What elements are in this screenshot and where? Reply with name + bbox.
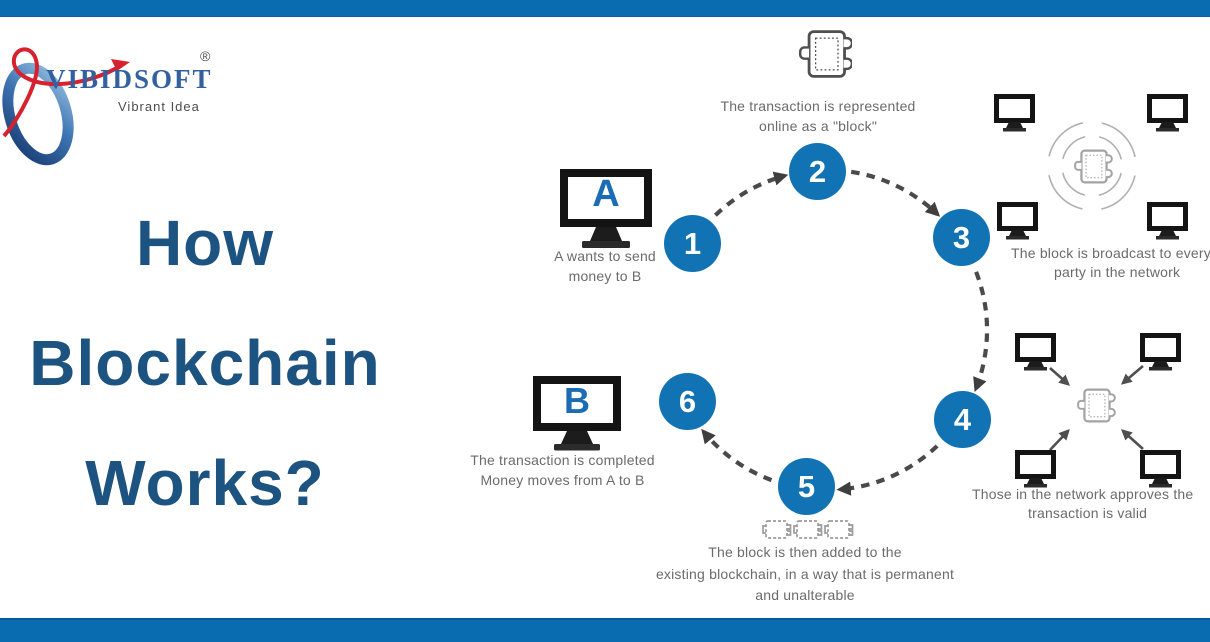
step-5-caption: The block is then added to the existing … <box>655 544 955 603</box>
monitor-a-label: A <box>592 173 620 215</box>
vibidsoft-logo-icon <box>2 47 130 166</box>
step-3-caption-line-1: The block is broadcast to every <box>1011 245 1210 261</box>
step-4-caption-line-1: Those in the network approves the <box>972 486 1194 502</box>
arc-step2-to-step3 <box>850 169 941 217</box>
arc-step5-to-step6 <box>701 428 773 483</box>
network-computer-icon <box>1147 202 1188 240</box>
step-4-number: 4 <box>953 401 972 437</box>
step-1-badge: 1 <box>664 215 721 272</box>
step-6-caption: The transaction is completed Money moves… <box>470 452 655 488</box>
step-5-number: 5 <box>797 468 816 504</box>
network-computer-icon <box>1015 333 1056 371</box>
computer-b-icon: B <box>533 376 621 452</box>
arc-step1-to-step2 <box>713 171 789 217</box>
step-3-caption-line-2: party in the network <box>1054 264 1181 280</box>
step-1-caption: A wants to send money to B <box>554 248 656 284</box>
brand-name: VIBIDSOFT <box>46 64 213 94</box>
step-2-badge: 2 <box>789 143 846 200</box>
broadcast-block-icon <box>1074 149 1113 184</box>
step-4-caption-line-2: transaction is valid <box>1028 505 1148 521</box>
arc-step3-to-step4 <box>973 271 990 393</box>
step-6-number: 6 <box>678 383 697 419</box>
network-computer-icon <box>1147 94 1188 132</box>
page-title-line-1: How <box>135 207 275 279</box>
block-icon <box>798 30 852 78</box>
step-3-number: 3 <box>952 219 971 255</box>
bottom-accent-bar <box>0 618 1210 642</box>
brand-tagline: Vibrant Idea <box>118 99 200 114</box>
step-2-caption: The transaction is represented online as… <box>720 98 916 134</box>
validation-block-icon <box>1077 388 1116 423</box>
step-3-badge: 3 <box>933 209 990 266</box>
arc-step4-to-step5 <box>836 444 939 496</box>
page-title-line-2: Blockchain <box>29 327 381 399</box>
step-4-badge: 4 <box>934 391 991 448</box>
step-1-number: 1 <box>683 225 702 261</box>
step-6-badge: 6 <box>659 373 716 430</box>
step-5-badge: 5 <box>778 458 835 515</box>
registered-trademark-icon: ® <box>200 48 211 64</box>
network-computer-icon <box>997 202 1038 240</box>
blockchain-chain-icon <box>762 520 854 539</box>
page-title-line-3: Works? <box>85 447 325 519</box>
top-accent-bar <box>0 0 1210 17</box>
computer-a-icon: A <box>560 169 652 251</box>
network-computer-icon <box>1140 333 1181 371</box>
approval-arrows-icon <box>1049 365 1144 451</box>
network-computer-icon <box>1140 450 1181 488</box>
network-computer-icon <box>994 94 1035 132</box>
monitor-b-label: B <box>564 380 590 421</box>
step-2-number: 2 <box>808 153 827 189</box>
network-computer-icon <box>1015 450 1056 488</box>
